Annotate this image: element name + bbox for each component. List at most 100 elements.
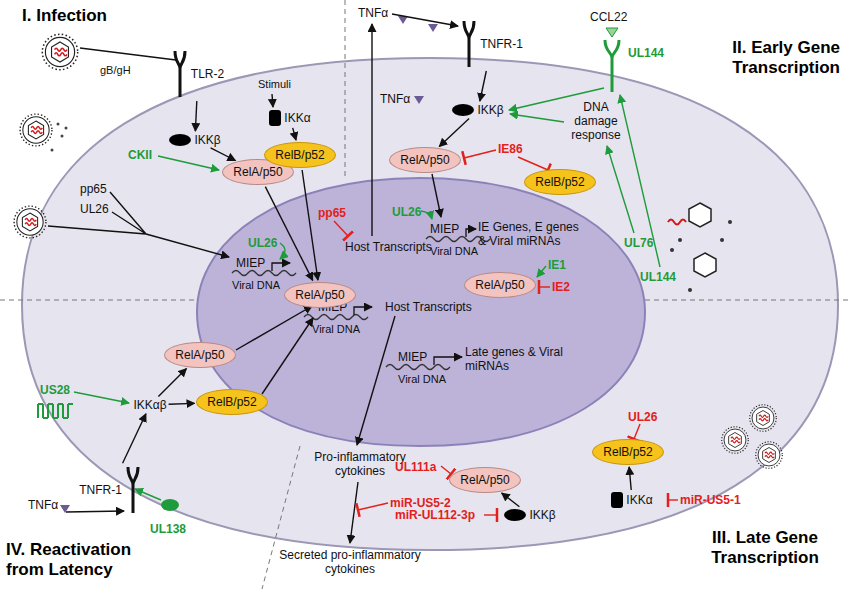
- receptor-stroke: [464, 21, 474, 67]
- activation-arrow: [195, 101, 196, 131]
- node-text: RelA/p50: [175, 348, 224, 362]
- label-text: miR-US5-1: [680, 493, 741, 507]
- node-text: IKKβ: [477, 103, 503, 117]
- label-text: MIEP: [430, 222, 459, 236]
- activation-arrow: [211, 148, 236, 161]
- label-text: Stimuli: [258, 78, 291, 91]
- label-text: UL111a: [395, 460, 436, 474]
- label-text: Secreted pro-inflammatory cytokines: [270, 548, 430, 576]
- node-text: IKKα: [284, 111, 310, 125]
- label-text: UL26: [628, 410, 657, 424]
- label-text: UL144: [640, 270, 676, 284]
- receptor-symbol: [461, 19, 477, 69]
- receptor-stroke: [175, 51, 185, 97]
- label-text: DNA damage response: [565, 100, 627, 142]
- label-text: UL144: [628, 46, 664, 60]
- label-text: pp65: [318, 206, 346, 220]
- label-text: TNFα: [380, 92, 410, 106]
- node-text: RelA/p50: [295, 288, 344, 302]
- label-text: Late genes & Viral miRNAs: [465, 345, 565, 373]
- label-text: Viral DNA: [398, 373, 446, 386]
- kinase: IKKβ: [504, 508, 555, 522]
- receptor: TNFR-1: [79, 465, 141, 515]
- node-text: RelA/p50: [233, 165, 282, 179]
- kinase-shape: [169, 134, 191, 146]
- label-text: MIEP: [398, 350, 427, 364]
- node-text: RelA/p50: [475, 278, 524, 292]
- panel-title: I. Infection: [22, 6, 107, 26]
- protein-complex: RelA/p50: [284, 282, 355, 308]
- node-text: TLR-2: [191, 67, 224, 81]
- kinase: IKKβ: [452, 103, 503, 117]
- node-text: IKKβ: [194, 133, 220, 147]
- protein-complex: RelA/p50: [464, 272, 535, 298]
- label-text: MIEP: [236, 256, 265, 270]
- label-text: UL26: [80, 202, 109, 216]
- protein-complex: RelB/p52: [196, 389, 267, 415]
- label-text: UL138: [150, 522, 186, 536]
- label-text: CCL22: [590, 10, 627, 24]
- activation-arrow: [293, 128, 296, 140]
- label-text: UL76: [624, 236, 653, 250]
- label-text: IE Genes, E genes & Viral miRNAs: [478, 220, 586, 248]
- activation-arrow: [123, 414, 146, 463]
- label-text: Host Transcripts: [385, 300, 472, 314]
- protein-complex: RelB/p52: [524, 169, 595, 195]
- protein-complex: RelA/p50: [389, 147, 460, 173]
- protein-complex: RelA/p50: [449, 467, 520, 493]
- label-text: US28: [40, 383, 70, 397]
- label-text: miR-UL112-3p: [395, 508, 475, 522]
- activation-arrow: [302, 170, 318, 280]
- label-text: Viral DNA: [430, 245, 478, 258]
- kinase-shape: [611, 492, 623, 508]
- node-text: RelA/p50: [400, 153, 449, 167]
- label-text: TNFα: [28, 498, 58, 512]
- kinase: IKKα: [269, 110, 310, 126]
- label-text: UL26: [392, 205, 421, 219]
- kinase: IKKα: [611, 492, 652, 508]
- node-text: RelA/p50: [460, 473, 509, 487]
- kinase: IKKβ: [169, 133, 220, 147]
- node-text: IKKα: [626, 493, 652, 507]
- activation-arrow: [169, 403, 195, 405]
- receptor-symbol: [125, 465, 141, 515]
- label-text: UL26: [248, 236, 277, 250]
- node-text: IKKβ: [529, 508, 555, 522]
- label-text: pp65: [80, 182, 107, 196]
- label-text: Viral DNA: [232, 279, 280, 292]
- kinase-shape: [504, 509, 526, 521]
- label-text: CKII: [128, 148, 152, 162]
- node-text: RelB/p52: [535, 175, 584, 189]
- label-text: IE2: [552, 280, 570, 294]
- panel-title: III. Late Gene Transcription: [690, 528, 840, 568]
- label-text: Viral DNA: [312, 323, 360, 336]
- label-text: TNFα: [358, 6, 388, 20]
- kinase-shape: [269, 110, 281, 126]
- protein-complex: RelB/p52: [264, 142, 335, 168]
- activation-arrow: [629, 467, 631, 490]
- label-text: gB/gH: [100, 64, 131, 77]
- label-text: IE1: [548, 258, 566, 272]
- receptor-symbol: [172, 49, 188, 99]
- node-text: TNFR-1: [79, 483, 122, 497]
- activation-arrow: [439, 118, 469, 146]
- kinase-shape: [452, 104, 474, 116]
- activation-arrow: [502, 493, 520, 507]
- kinase: IKKαβ: [133, 398, 166, 412]
- protein-complex: RelB/p52: [592, 439, 663, 465]
- node-text: RelB/p52: [207, 395, 256, 409]
- activation-arrow: [265, 187, 312, 281]
- panel-title: II. Early Gene Transcription: [690, 38, 840, 78]
- receptor-stroke: [128, 467, 138, 513]
- activation-arrow: [158, 369, 186, 397]
- node-text: RelB/p52: [275, 148, 324, 162]
- label-text: Host Transcripts: [345, 240, 432, 254]
- label-text: miR-US5-2: [390, 496, 451, 510]
- node-text: TNFR-1: [480, 37, 523, 51]
- receptor: TLR-2: [172, 49, 224, 99]
- node-text: IKKαβ: [133, 398, 166, 412]
- label-text: IE86: [498, 142, 523, 156]
- activation-arrow: [480, 71, 486, 101]
- panel-title: IV. Reactivation from Latency: [6, 540, 166, 580]
